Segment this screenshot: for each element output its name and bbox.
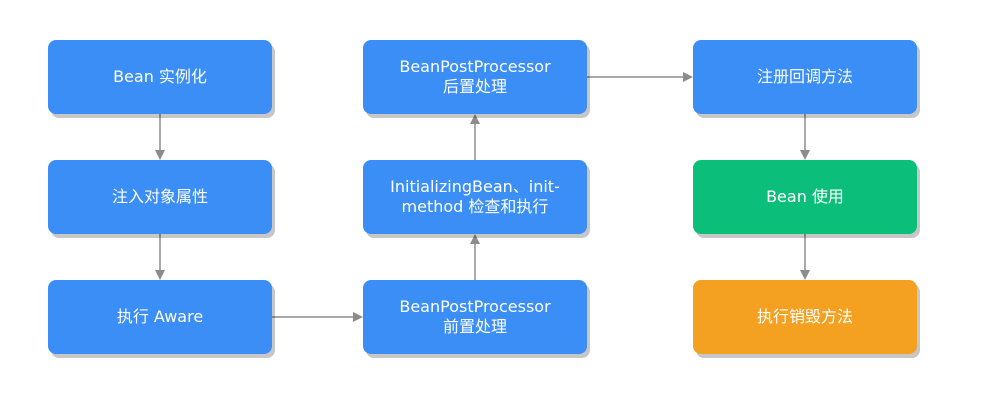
- node-inject-properties: 注入对象属性: [48, 160, 272, 234]
- node-post-processor-after: BeanPostProcessor 后置处理: [363, 40, 587, 114]
- node-initializing-bean-check: InitializingBean、init- method 检查和执行: [363, 160, 587, 234]
- node-bean-instantiation: Bean 实例化: [48, 40, 272, 114]
- node-register-callback: 注册回调方法: [693, 40, 917, 114]
- node-execute-aware: 执行 Aware: [48, 280, 272, 354]
- node-execute-destroy: 执行销毁方法: [693, 280, 917, 354]
- node-bean-in-use: Bean 使用: [693, 160, 917, 234]
- node-post-processor-before: BeanPostProcessor 前置处理: [363, 280, 587, 354]
